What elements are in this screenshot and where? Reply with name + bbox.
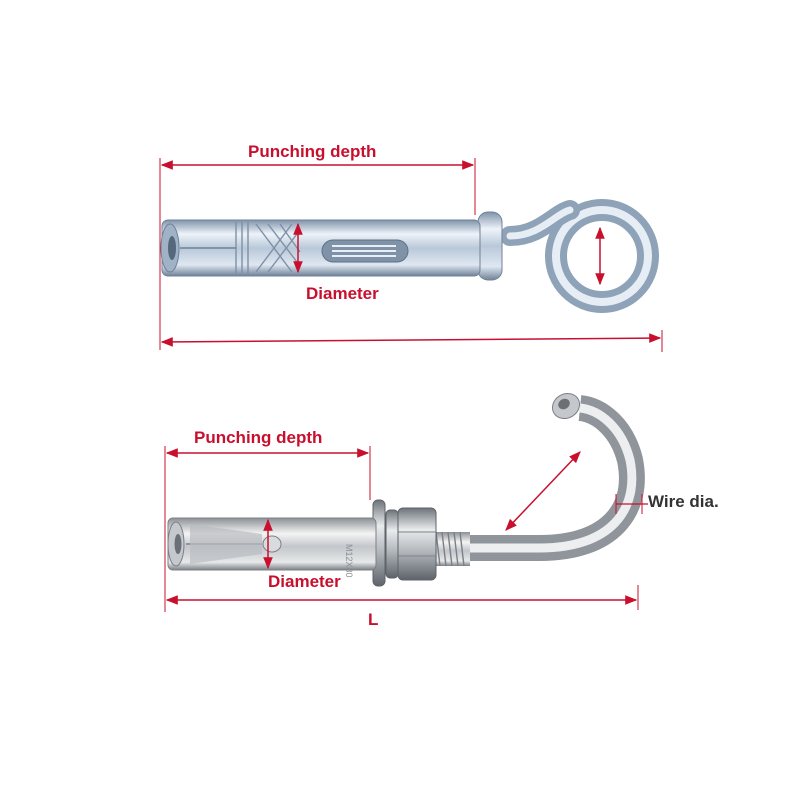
sleeve-stamp: M12X80 (344, 544, 354, 578)
hook-length-label: L (368, 610, 379, 629)
hook-inner-span-line (505, 451, 581, 531)
eye-bolt (159, 158, 663, 352)
eye-diameter-label: Diameter (306, 284, 379, 303)
hook-nut (397, 507, 437, 581)
hook-bolt: M12X80 (164, 392, 648, 612)
eye-bolt-collar (477, 211, 503, 281)
wire-dia-label: Wire dia. (648, 492, 719, 511)
hook-diameter-label: Diameter (268, 572, 341, 591)
eye-punching-depth-label: Punching depth (248, 142, 377, 161)
eye-length-line (160, 333, 662, 347)
hook-punching-depth-label: Punching depth (194, 428, 323, 447)
